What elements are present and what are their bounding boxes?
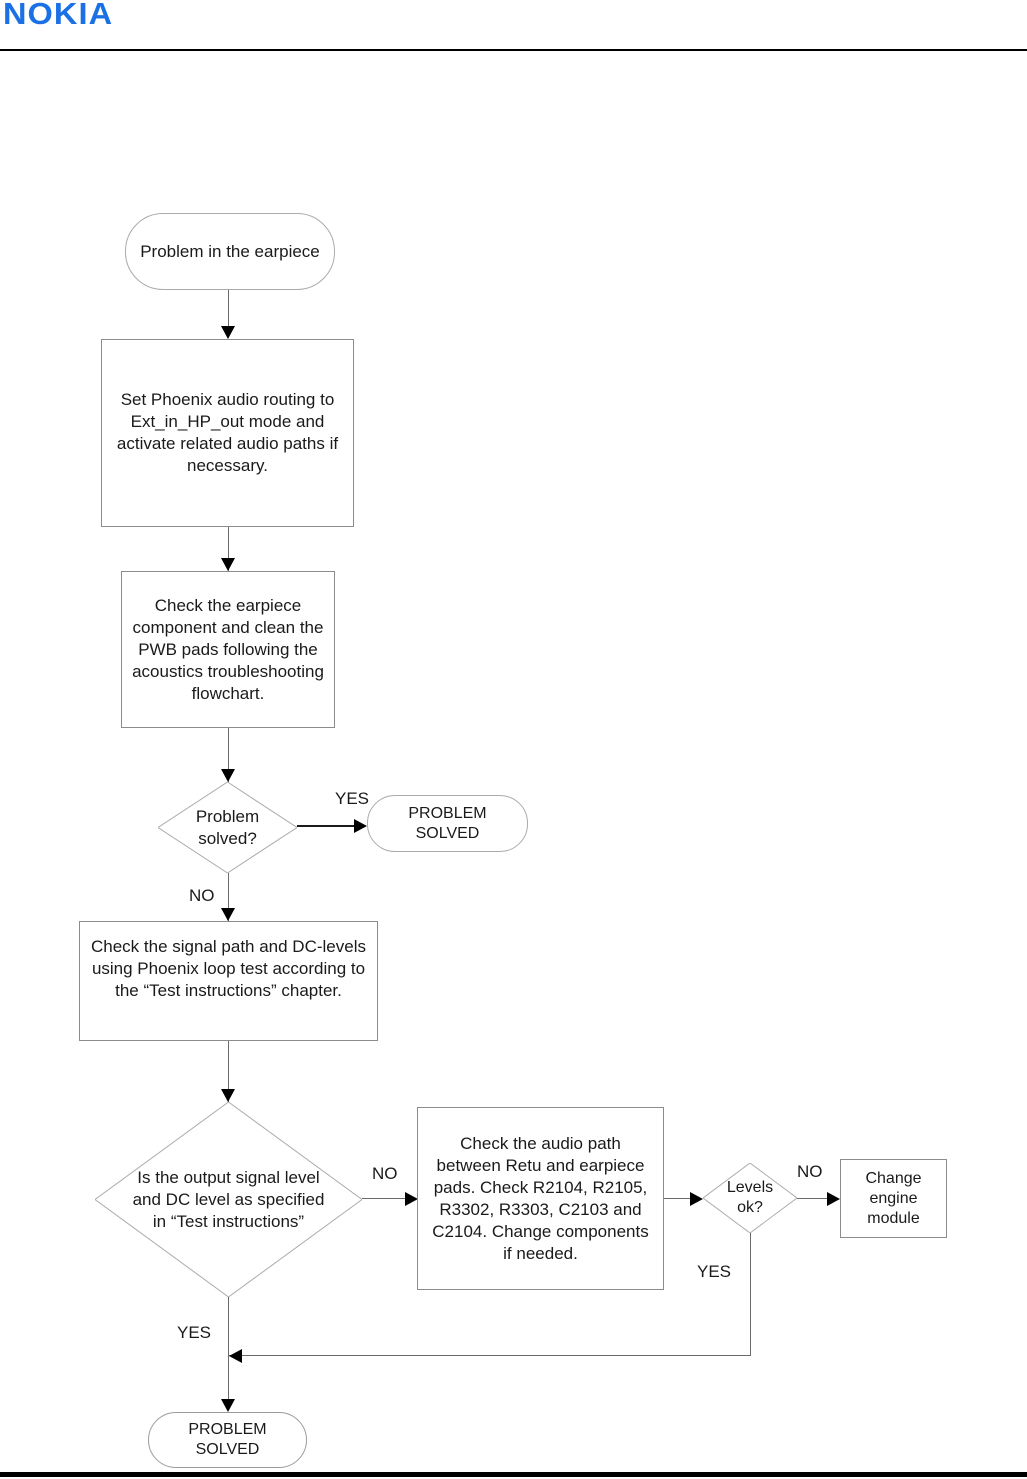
connector-line (228, 873, 229, 921)
check-earpiece-box: Check the earpiece component and clean t… (121, 571, 335, 728)
connector-line (228, 728, 229, 782)
arrowhead-right-icon (354, 819, 367, 833)
footer-rule (0, 1472, 1027, 1477)
start-terminal-text: Problem in the earpiece (140, 241, 320, 261)
check-audio-path-box: Check the audio path between Retu and ea… (417, 1107, 664, 1290)
connector-line (664, 1198, 690, 1199)
check-signal-text: Check the signal path and DC-levels usin… (91, 937, 366, 1000)
diamond-shape-icon (158, 782, 297, 873)
header-rule (0, 49, 1027, 51)
connector-line (297, 825, 355, 827)
levels-ok-text: Levels ok? (726, 1179, 774, 1216)
problem-solved-text: Problem solved? (195, 806, 260, 848)
connector-line (362, 1198, 405, 1199)
label-no: NO (372, 1164, 398, 1183)
output-level-text: Is the output signal level and DC level … (132, 1167, 325, 1231)
connector-line (228, 1041, 229, 1102)
change-engine-text: Change engine module (865, 1169, 922, 1227)
label-yes: YES (177, 1323, 212, 1342)
diamond-shape-icon (703, 1163, 797, 1233)
label-no: NO (189, 886, 215, 905)
output-level-decision: Is the output signal level and DC level … (95, 1102, 362, 1297)
set-phoenix-box: Set Phoenix audio routing to Ext_in_HP_o… (101, 339, 354, 527)
levels-ok-decision: Levels ok? (703, 1163, 797, 1233)
arrowhead-down-icon (221, 908, 235, 921)
connector-line (229, 1355, 751, 1356)
problem-solved-decision: Problem solved? (158, 782, 297, 873)
arrowhead-down-icon (221, 326, 235, 339)
nokia-logo: NOKIA (3, 0, 114, 31)
arrowhead-right-icon (690, 1192, 703, 1206)
check-earpiece-text: Check the earpiece component and clean t… (132, 595, 324, 703)
label-no: NO (797, 1162, 823, 1181)
problem-solved-terminal-right: PROBLEM SOLVED (367, 795, 528, 852)
arrowhead-down-icon (221, 558, 235, 571)
connector-line (228, 527, 229, 571)
check-audio-path-text: Check the audio path between Retu and ea… (432, 1133, 649, 1263)
arrowhead-down-icon (221, 1399, 235, 1412)
connector-line (797, 1198, 827, 1199)
connector-line (228, 1297, 229, 1404)
arrowhead-left-icon (229, 1349, 242, 1363)
start-terminal: Problem in the earpiece (125, 213, 335, 290)
arrowhead-down-icon (221, 1089, 235, 1102)
arrowhead-right-icon (827, 1192, 840, 1206)
arrowhead-right-icon (405, 1192, 418, 1206)
arrowhead-down-icon (221, 769, 235, 782)
label-yes: YES (697, 1262, 732, 1281)
connector-line (228, 290, 229, 338)
problem-solved-terminal-bottom: PROBLEM SOLVED (148, 1412, 307, 1468)
problem-solved-bottom-text: PROBLEM SOLVED (188, 1421, 267, 1458)
label-yes: YES (335, 789, 370, 808)
check-signal-box: Check the signal path and DC-levels usin… (79, 921, 378, 1041)
problem-solved-right-text: PROBLEM SOLVED (408, 804, 487, 842)
set-phoenix-text: Set Phoenix audio routing to Ext_in_HP_o… (116, 390, 339, 475)
change-engine-box: Change engine module (840, 1159, 947, 1238)
connector-line (750, 1233, 751, 1356)
diamond-shape-icon (95, 1102, 362, 1297)
